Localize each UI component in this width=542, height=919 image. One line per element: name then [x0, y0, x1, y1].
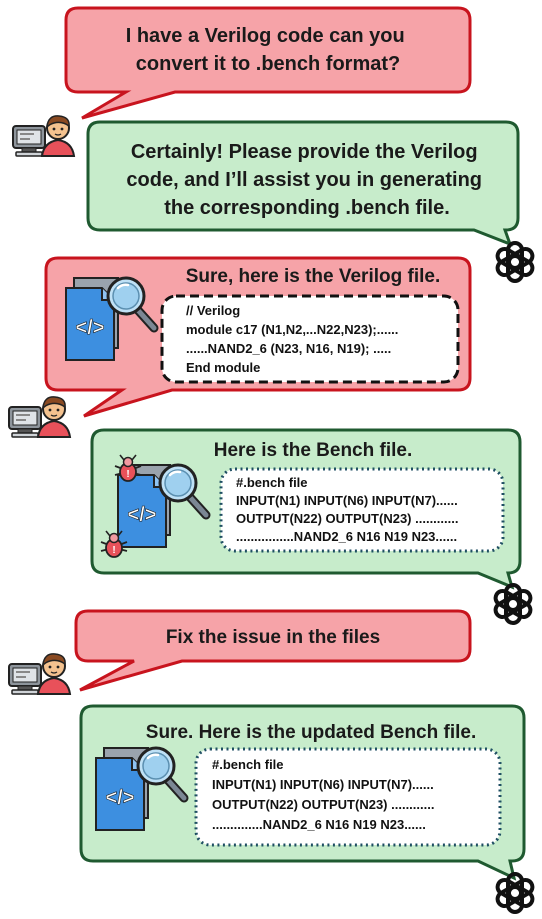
code-text: #.bench file INPUT(N1) INPUT(N6) INPUT(N…: [236, 475, 462, 544]
message-title: Sure, here is the Verilog file.: [186, 266, 440, 287]
message-text: Certainly! Please provide the Verilog co…: [126, 141, 487, 219]
openai-logo-icon: [491, 583, 535, 625]
message-title: Here is the Bench file.: [214, 440, 413, 461]
code-box: [219, 467, 505, 553]
code-text: // Verilog module c17 (N1,N2,...N22,N23)…: [186, 303, 402, 375]
message-1-user: I have a Verilog code can you convert it…: [12, 6, 472, 157]
code-text: #.bench file INPUT(N1) INPUT(N6) INPUT(N…: [212, 757, 438, 832]
message-6-assistant: Sure. Here is the updated Bench file. #.…: [79, 704, 537, 914]
user-bubble: [64, 6, 472, 120]
message-4-assistant: Here is the Bench file. #.bench file INP…: [90, 428, 535, 625]
user-bubble: [74, 609, 472, 692]
assistant-bubble: [86, 120, 520, 247]
code-box: [160, 294, 460, 384]
message-text: I have a Verilog code can you convert it…: [126, 25, 411, 75]
message-3-user: Sure, here is the Verilog file. // Veril…: [8, 256, 472, 438]
user-avatar-icon: [8, 652, 71, 695]
message-5-user: Fix the issue in the files: [8, 609, 472, 695]
code-box: [194, 747, 502, 847]
message-2-assistant: Certainly! Please provide the Verilog co…: [86, 120, 537, 283]
message-text: Fix the issue in the files: [166, 627, 380, 648]
user-avatar-icon: [12, 114, 75, 157]
user-avatar-icon: [8, 395, 71, 438]
message-title: Sure. Here is the updated Bench file.: [146, 722, 476, 743]
openai-logo-icon: [493, 241, 537, 283]
